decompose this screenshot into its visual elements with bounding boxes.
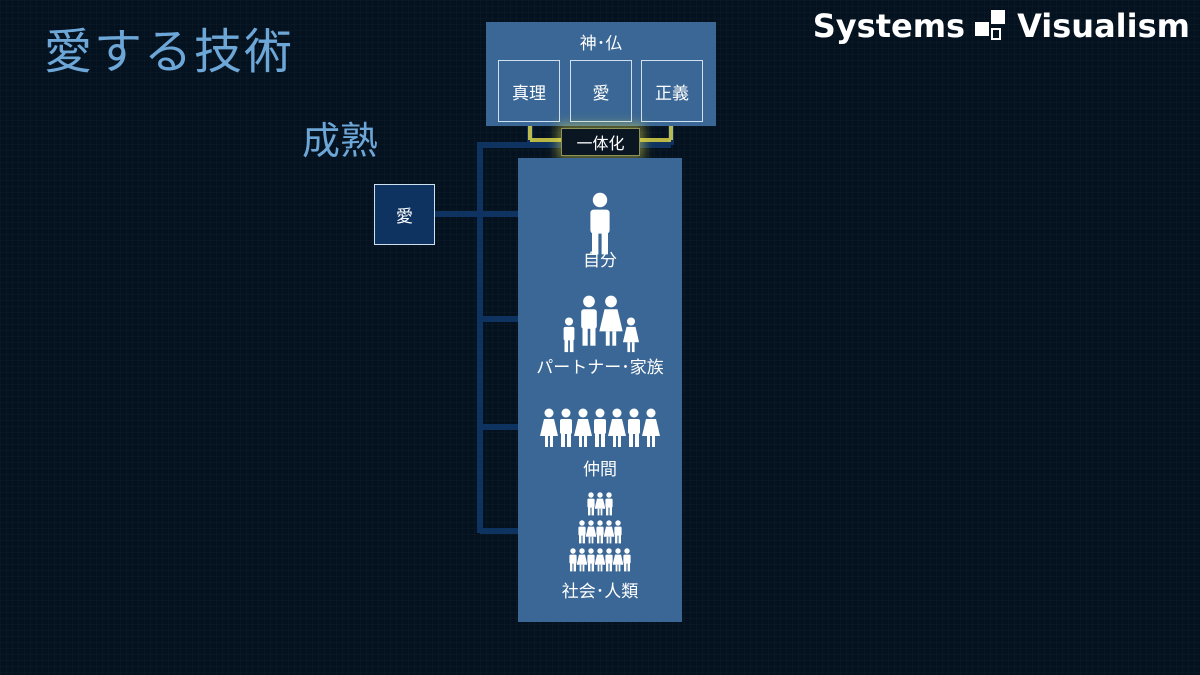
union-label: 一体化 — [561, 128, 640, 156]
level-self-label: 自分 — [583, 251, 617, 271]
justice-box: 正義 — [641, 60, 703, 122]
level-society-label: 社会･人類 — [561, 582, 639, 602]
friends-icon — [540, 408, 660, 447]
divine-title: 神･仏 — [579, 34, 623, 54]
love-divine-box: 愛 — [570, 60, 632, 122]
level-family-label: パートナー･家族 — [536, 358, 664, 378]
truth-box: 真理 — [498, 60, 560, 122]
level-friends-label: 仲間 — [583, 460, 617, 480]
page-title: 愛する技術 — [44, 24, 295, 80]
brand-text-left: Systems — [812, 7, 966, 45]
systems-visualism-icon — [975, 10, 1007, 42]
levels-column — [518, 158, 682, 622]
brand-logo: Systems Visualism — [812, 7, 1190, 45]
family-icon — [563, 295, 640, 353]
society-icon — [569, 492, 631, 572]
page-subtitle: 成熟 — [302, 119, 379, 163]
divine-panel: 神･仏 真理 愛 正義 — [486, 22, 716, 126]
love-box: 愛 — [374, 184, 435, 245]
brand-text-right: Visualism — [1017, 7, 1190, 45]
